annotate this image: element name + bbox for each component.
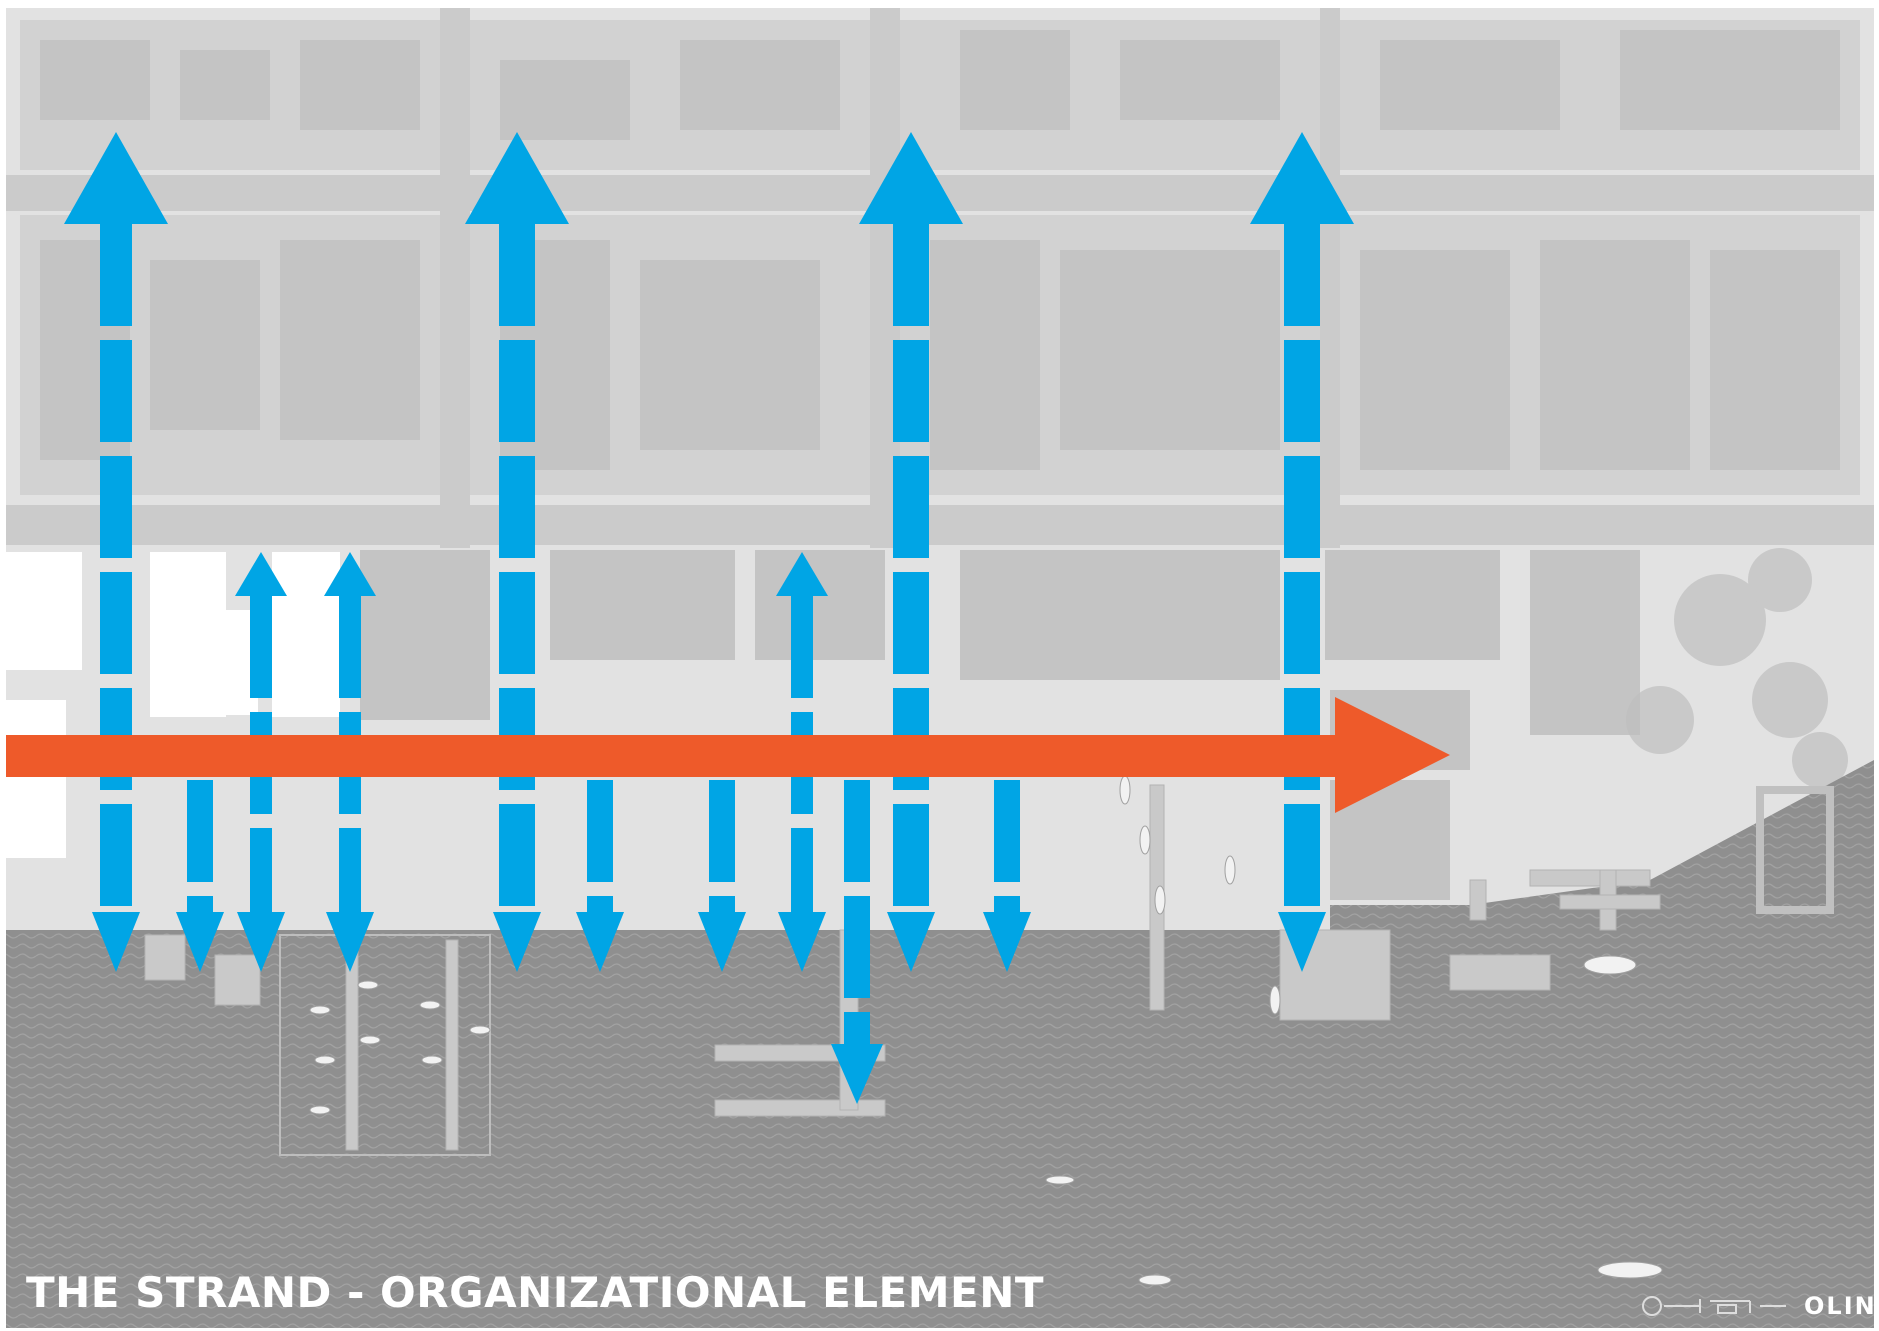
connector-arrow-bottom-head: [778, 912, 826, 972]
connector-arrow-bottom-head: [92, 912, 140, 972]
connector-arrow-segment: [893, 572, 929, 674]
connector-arrow-bottom-head: [326, 912, 374, 972]
connector-arrow-segment: [791, 596, 813, 698]
connector-arrow-top-head: [235, 552, 287, 596]
connector-arrow-segment: [1284, 456, 1320, 558]
connector-arrow-segment: [250, 828, 272, 912]
olin-logo-text: OLIN: [1804, 1292, 1877, 1320]
connector-arrow-top-head: [465, 132, 569, 224]
connector-arrow-segment: [587, 780, 613, 882]
strand-arrow-shaft: [6, 735, 1346, 777]
connector-arrow-top-head: [776, 552, 828, 596]
connector-arrow-segment: [250, 596, 272, 698]
connector-arrows: [64, 132, 1354, 1104]
connector-arrow: [983, 780, 1031, 972]
connector-arrow-segment: [187, 780, 213, 882]
connector-arrow: [831, 780, 883, 1104]
connector-arrow-bottom-head: [831, 1044, 883, 1104]
olin-logo: OLIN: [1640, 1284, 1877, 1328]
land-area: [6, 8, 1874, 1328]
connector-arrow-segment: [339, 596, 361, 698]
connector-arrow-segment: [100, 456, 132, 558]
connector-arrow-bottom-head: [698, 912, 746, 972]
connector-arrow-segment: [499, 456, 535, 558]
connector-arrow-top-head: [324, 552, 376, 596]
connector-arrow-segment: [1284, 224, 1320, 326]
connector-arrow-segment: [893, 340, 929, 442]
connector-arrow-segment: [844, 896, 870, 998]
river-water: [6, 760, 1874, 1328]
connector-arrow-segment: [994, 780, 1020, 882]
connector-arrow-segment: [499, 804, 535, 906]
connector-arrow-bottom-head: [493, 912, 541, 972]
connector-arrow-segment: [100, 804, 132, 906]
boats: [309, 775, 1663, 1286]
connector-arrow-top-head: [64, 132, 168, 224]
connector-arrow-segment: [791, 828, 813, 912]
diagram-title: THE STRAND - ORGANIZATIONAL ELEMENT: [26, 1268, 1044, 1317]
connector-arrow-segment: [339, 828, 361, 912]
connector-arrow-top-head: [1250, 132, 1354, 224]
connector-arrow-bottom-head: [1278, 912, 1326, 972]
connector-arrow-segment: [187, 896, 213, 912]
connector-arrow-top-head: [859, 132, 963, 224]
olin-logo-icon: [1642, 1296, 1786, 1316]
connector-arrow-segment: [100, 340, 132, 442]
connector-arrow-segment: [587, 896, 613, 912]
connector-arrow-segment: [994, 896, 1020, 912]
connector-arrow-segment: [893, 224, 929, 326]
connector-arrow-segment: [709, 780, 735, 882]
connector-arrow: [324, 552, 376, 972]
connector-arrow-bottom-head: [176, 912, 224, 972]
connector-arrow-bottom-head: [237, 912, 285, 972]
connector-arrow: [776, 552, 828, 972]
connector-arrow: [176, 780, 224, 972]
strand-arrow: [6, 697, 1450, 813]
connector-arrow: [64, 132, 168, 972]
connector-arrow-bottom-head: [983, 912, 1031, 972]
connector-arrow-bottom-head: [887, 912, 935, 972]
connector-arrow-segment: [1284, 572, 1320, 674]
connector-arrow-segment: [709, 896, 735, 912]
strand-arrow-head: [1335, 697, 1450, 813]
connector-arrow-segment: [844, 1012, 870, 1044]
connector-arrow-segment: [100, 572, 132, 674]
connector-arrow-segment: [893, 456, 929, 558]
connector-arrow: [698, 780, 746, 972]
connector-arrow-segment: [844, 780, 870, 882]
connector-arrow-segment: [1284, 340, 1320, 442]
connector-arrow-segment: [100, 224, 132, 326]
connector-arrow: [465, 132, 569, 972]
connector-arrow-segment: [499, 224, 535, 326]
connector-arrow: [576, 780, 624, 972]
connector-arrow-segment: [1284, 804, 1320, 906]
connector-arrow-segment: [499, 340, 535, 442]
connector-arrow-bottom-head: [576, 912, 624, 972]
connector-arrow-segment: [893, 804, 929, 906]
connector-arrow-segment: [499, 572, 535, 674]
